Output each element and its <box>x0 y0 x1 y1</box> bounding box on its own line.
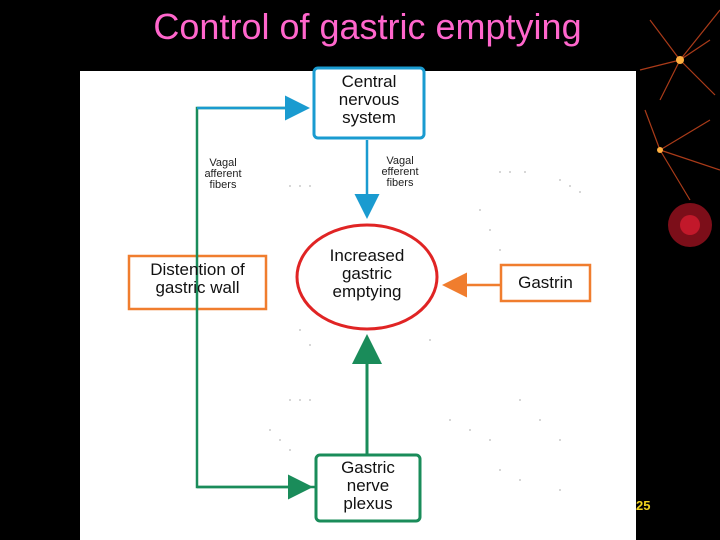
page-number: 25 <box>636 498 651 513</box>
cns-box <box>312 66 426 140</box>
gastrin-label: Gastrin <box>518 273 573 292</box>
vagal-efferent-label: Vagal efferent fibers <box>381 155 419 189</box>
increased-emptying-label: Increased gastric emptying <box>329 246 405 301</box>
increased-emptying-ellipse <box>295 223 439 331</box>
fireworks-decoration <box>639 9 720 247</box>
slide-title: Control of gastric emptying <box>153 6 582 47</box>
background-dots <box>269 171 581 491</box>
gastrin-box <box>499 263 592 303</box>
distention-label: Distention of gastric wall <box>150 260 245 297</box>
cns-label: Central nervous system <box>338 72 400 127</box>
plexus-label: Gastric nerve plexus <box>341 458 395 513</box>
vagal-afferent-label: Vagal afferent fibers <box>204 157 242 191</box>
